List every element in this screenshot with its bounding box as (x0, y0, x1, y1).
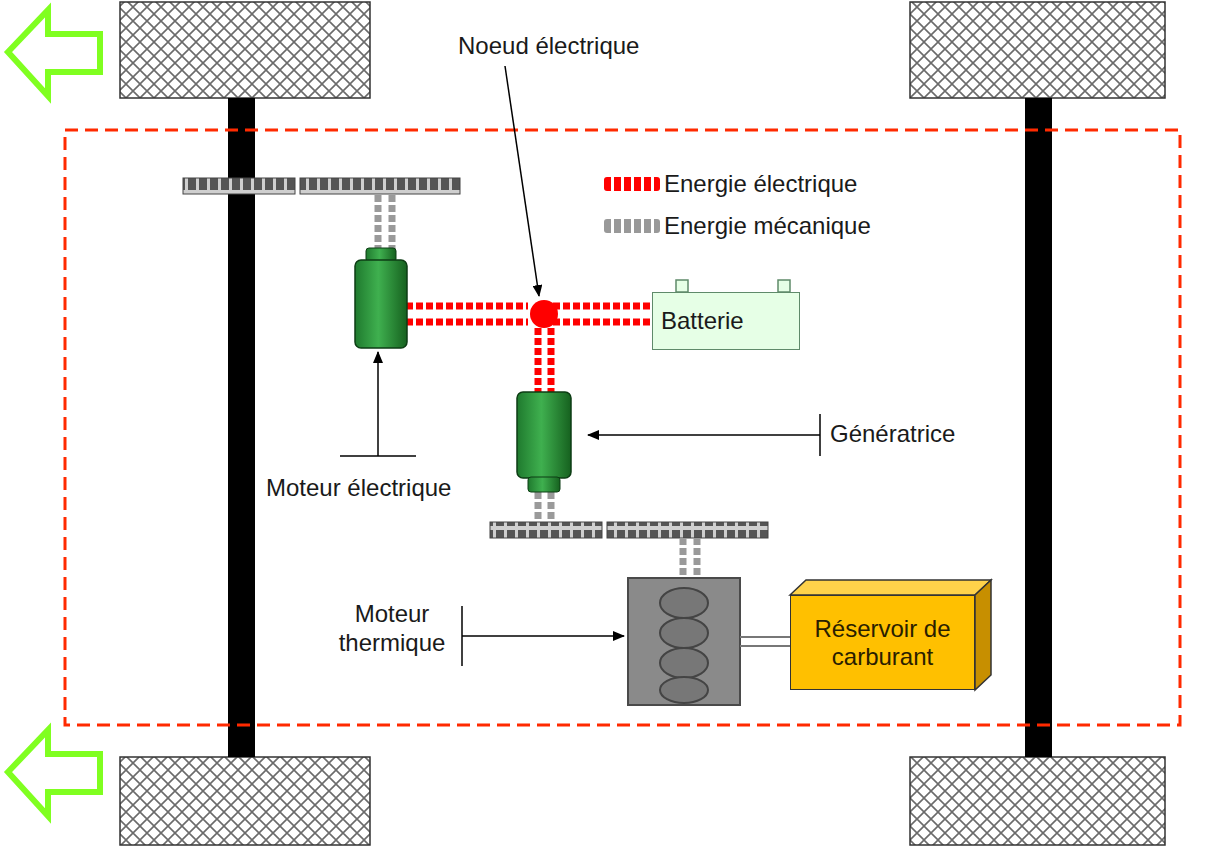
leader-line (340, 66, 820, 666)
node-text: Réservoir de carburant (799, 615, 966, 670)
callout-label: Noeud électrique (458, 32, 639, 61)
wheel (120, 757, 370, 845)
node-text: Batterie (661, 307, 744, 335)
fuel-tank-box: Réservoir de carburant (790, 595, 975, 690)
legend-text: Energie électrique (664, 170, 857, 199)
wheel (910, 757, 1165, 845)
electric-node (530, 300, 558, 328)
gear (183, 178, 295, 194)
electric-motor (355, 248, 407, 348)
fuel-pipe (740, 637, 790, 646)
axle (228, 98, 255, 757)
legend-text: Energie mécanique (664, 212, 871, 241)
callout-label: Moteur thermique (332, 600, 452, 658)
generator (517, 392, 571, 492)
callout-label: Génératrice (830, 420, 955, 449)
fuel-tank (790, 580, 991, 690)
gear (300, 178, 460, 194)
legend-swatch (604, 219, 660, 233)
direction-arrow (8, 10, 100, 96)
mechanical-link (378, 195, 697, 578)
callout-label: Moteur électrique (266, 474, 451, 503)
electric-link (406, 306, 652, 392)
wheel (120, 2, 370, 98)
direction-arrow (8, 730, 100, 816)
battery-terminal (676, 280, 790, 292)
gear (607, 522, 768, 538)
axle (1025, 98, 1052, 757)
gear (490, 522, 602, 538)
battery-box: Batterie (652, 292, 800, 350)
wheel (910, 2, 1165, 98)
system-boundary (65, 130, 1180, 725)
combustion-engine (628, 578, 740, 705)
legend-swatch (604, 177, 660, 191)
